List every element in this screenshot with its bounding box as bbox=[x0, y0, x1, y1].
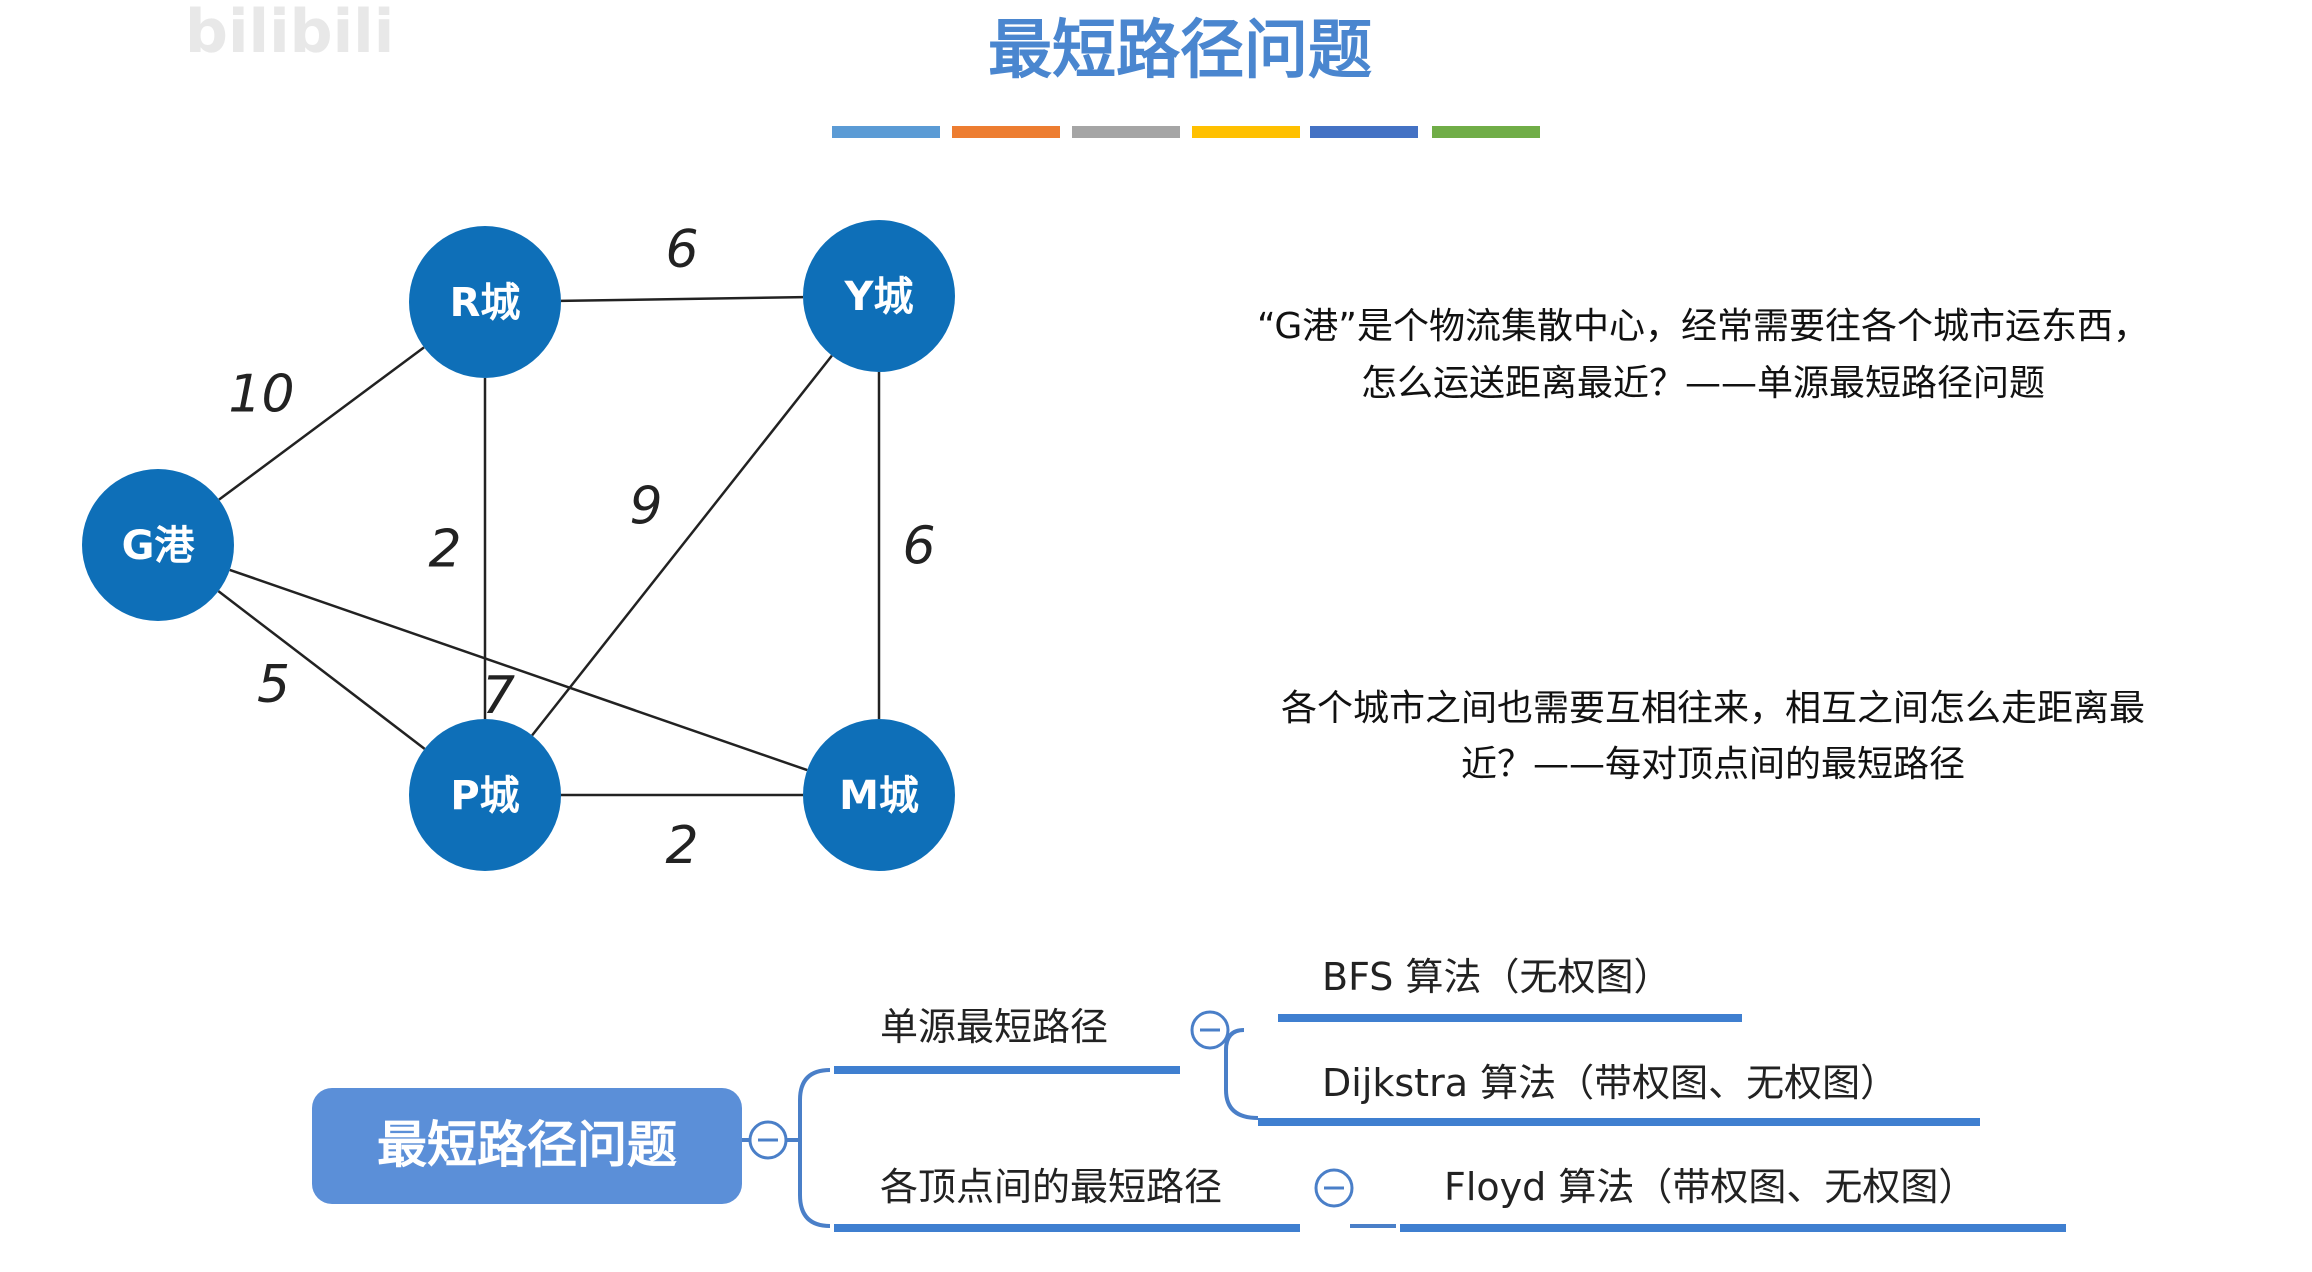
mindmap-branch-all-pairs-label: 各顶点间的最短路径 bbox=[880, 1165, 1222, 1209]
graph-node-label-R: R城 bbox=[450, 280, 521, 326]
edge-weight-G-M: 7 bbox=[482, 666, 515, 726]
description-single-source-line-1: “G港”是个物流集散中心，经常需要往各个城市运东西， bbox=[1257, 306, 2149, 347]
color-bar-segment bbox=[1072, 126, 1180, 138]
edge-weight-G-P: 5 bbox=[257, 655, 290, 715]
color-bar-segment bbox=[1310, 126, 1418, 138]
mindmap-root-box[interactable] bbox=[312, 1088, 742, 1204]
graph-node-P bbox=[409, 719, 561, 871]
graph-edge-G-P bbox=[217, 590, 426, 750]
collapse-icon[interactable] bbox=[748, 1120, 788, 1160]
description-all-pairs: 各个城市之间也需要互相往来，相互之间怎么走距离最 近？——每对顶点间的最短路径 bbox=[1281, 688, 2145, 785]
edge-weight-R-Y: 6 bbox=[665, 220, 698, 280]
graph-edge-Y-P bbox=[531, 354, 833, 737]
collapse-icon[interactable] bbox=[1190, 1010, 1230, 1050]
graph-node-Y bbox=[803, 220, 955, 372]
graph-edge-R-Y bbox=[560, 295, 804, 303]
edge-weight-P-M: 2 bbox=[665, 816, 698, 876]
graph-node-label-G: G港 bbox=[122, 523, 196, 569]
graph-edge-G-M bbox=[229, 568, 808, 772]
mindmap-branch-single-source-label: 单源最短路径 bbox=[880, 1005, 1108, 1049]
description-all-pairs-line-2: 近？——每对顶点间的最短路径 bbox=[1461, 744, 1965, 785]
graph-node-label-Y: Y城 bbox=[844, 274, 914, 320]
page-title: 最短路径问题 bbox=[988, 14, 1372, 88]
graph-nodes: G港 R城 Y城 P城 M城 bbox=[82, 220, 955, 871]
graph-node-G bbox=[82, 469, 234, 621]
graph-edges bbox=[217, 295, 881, 797]
color-bar-segment bbox=[1432, 126, 1540, 138]
color-bar-segment bbox=[832, 126, 940, 138]
graph-node-label-M: M城 bbox=[839, 773, 919, 819]
description-single-source-line-2: 怎么运送距离最近？——单源最短路径问题 bbox=[1361, 363, 2045, 404]
graph-node-R bbox=[409, 226, 561, 378]
edge-weight-G-R: 10 bbox=[228, 365, 294, 425]
mindmap-connector-single-source bbox=[1224, 1028, 1259, 1120]
edge-weight-Y-P: 9 bbox=[629, 477, 662, 537]
mindmap-root-label: 最短路径问题 bbox=[377, 1116, 677, 1174]
graph-diagram: 10 6 2 9 6 7 5 2 G港 R城 Y城 P城 M城 bbox=[82, 220, 955, 876]
description-all-pairs-line-1: 各个城市之间也需要互相往来，相互之间怎么走距离最 bbox=[1281, 688, 2145, 729]
mindmap-leaf-dijkstra-label: Dijkstra 算法（带权图、无权图） bbox=[1322, 1061, 1898, 1105]
description-single-source: “G港”是个物流集散中心，经常需要往各个城市运东西， 怎么运送距离最近？——单源… bbox=[1257, 306, 2149, 404]
graph-node-M bbox=[803, 719, 955, 871]
color-bar bbox=[832, 126, 1540, 138]
mindmap-connector-trunk bbox=[798, 1068, 831, 1228]
mindmap-leaf-floyd-label: Floyd 算法（带权图、无权图） bbox=[1444, 1165, 1976, 1209]
color-bar-segment bbox=[1192, 126, 1300, 138]
collapse-icon[interactable] bbox=[1314, 1168, 1354, 1208]
edge-weight-Y-M: 6 bbox=[902, 517, 935, 577]
edge-weight-R-P: 2 bbox=[428, 520, 461, 580]
watermark-text: bilibili bbox=[185, 0, 394, 67]
mindmap-leaf-bfs-label: BFS 算法（无权图） bbox=[1322, 955, 1671, 999]
graph-node-label-P: P城 bbox=[450, 773, 519, 819]
graph-edge-weights: 10 6 2 9 6 7 5 2 bbox=[228, 220, 935, 876]
mindmap: 最短路径问题 单源最短路径 BFS 算法（无权图） Dijkstra 算法（带权… bbox=[312, 955, 2066, 1232]
graph-edge-G-R bbox=[218, 346, 425, 501]
color-bar-segment bbox=[952, 126, 1060, 138]
